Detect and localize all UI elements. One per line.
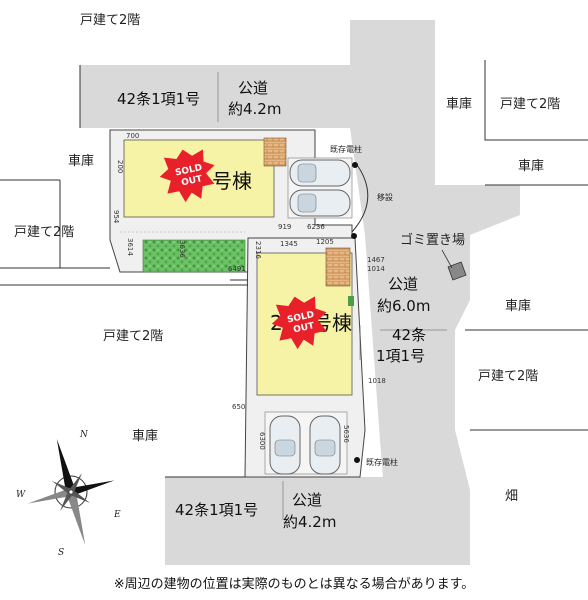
dim-5636: 5636 bbox=[342, 425, 350, 443]
neighbor-house-left: 戸建て2階 bbox=[14, 225, 74, 240]
neighbor-garage-bottom-left: 車庫 bbox=[132, 429, 158, 444]
compass-n-label: N bbox=[79, 430, 89, 440]
compass-e-label: E bbox=[113, 510, 121, 520]
road-top-name: 公道 bbox=[238, 79, 268, 97]
road-right-article-2: 1項1号 bbox=[376, 347, 425, 365]
stamp-text-out: OUT bbox=[181, 174, 205, 188]
compass-w-label: W bbox=[16, 490, 26, 500]
road-bottom-width: 約4.2m bbox=[283, 513, 336, 531]
road-top-article: 42条1項1号 bbox=[117, 90, 200, 108]
utility-pole-icon bbox=[351, 233, 357, 239]
dim-3614: 3614 bbox=[126, 238, 134, 256]
dim-1205: 1205 bbox=[316, 238, 334, 246]
neighbor-garage-left: 車庫 bbox=[68, 154, 94, 169]
road-right-width: 約6.0m bbox=[377, 297, 430, 315]
footnote: ※周辺の建物の位置は実際のものとは異なる場合があります。 bbox=[113, 577, 475, 592]
neighbor-house-right-lower: 戸建て2階 bbox=[478, 369, 538, 384]
dim-1345: 1345 bbox=[280, 240, 298, 248]
road-right bbox=[350, 20, 520, 565]
neighbor-garage-right-top: 車庫 bbox=[446, 97, 472, 112]
road-bottom-article: 42条1項1号 bbox=[175, 501, 258, 519]
compass-s-label: S bbox=[58, 548, 64, 558]
road-bottom bbox=[165, 477, 390, 565]
utility-pole-icon bbox=[352, 162, 358, 168]
lot-1-suffix: 号棟 bbox=[212, 169, 252, 193]
dim-1467: 1467 bbox=[367, 256, 385, 264]
neighbor-house-mid-left: 戸建て2階 bbox=[103, 329, 163, 344]
dim-650: 650 bbox=[232, 403, 245, 411]
utility-pole-bottom-label: 既存電柱 bbox=[366, 457, 398, 467]
car-icon bbox=[269, 415, 301, 475]
car-icon bbox=[289, 159, 351, 187]
car-icon bbox=[289, 189, 351, 217]
neighbor-lines bbox=[0, 60, 588, 478]
dim-6300: 6300 bbox=[258, 432, 266, 450]
dim-1018: 1018 bbox=[368, 377, 386, 385]
road-top bbox=[80, 65, 350, 128]
dim-954: 954 bbox=[112, 210, 120, 224]
garbage-box-icon bbox=[447, 261, 467, 281]
lot-1-garden bbox=[142, 239, 246, 273]
dim-3636: 3636 bbox=[178, 240, 186, 258]
sold-out-stamp-lot-1: SOLD OUT bbox=[159, 149, 215, 203]
dim-200: 200 bbox=[116, 160, 124, 173]
lot-1-entrance bbox=[263, 137, 287, 167]
garbage-label: ゴミ置き場 bbox=[400, 232, 465, 248]
relocation-label: 移設 bbox=[377, 192, 393, 202]
utility-pole-top-label: 既存電柱 bbox=[330, 144, 362, 154]
stamp-text-out: OUT bbox=[293, 321, 317, 335]
dim-919: 919 bbox=[278, 223, 291, 231]
compass-icon bbox=[27, 438, 115, 546]
road-top-width: 約4.2m bbox=[228, 100, 281, 118]
field-label: 畑 bbox=[505, 489, 518, 504]
neighbor-garage-right-lower: 車庫 bbox=[505, 299, 531, 314]
dim-6491: 6491 bbox=[228, 265, 246, 273]
roads bbox=[80, 20, 520, 565]
relocation-arc bbox=[351, 161, 369, 233]
neighbor-house-top-left: 戸建て2階 bbox=[80, 13, 140, 28]
utility-pole-icon bbox=[354, 457, 360, 463]
road-bottom-name: 公道 bbox=[292, 491, 322, 509]
lot-2-entrance bbox=[325, 247, 351, 287]
dimension-lines bbox=[217, 72, 447, 520]
car-icon bbox=[309, 415, 341, 475]
road-right-name: 公道 bbox=[388, 275, 418, 293]
dim-700: 700 bbox=[126, 132, 139, 140]
dim-1014: 1014 bbox=[367, 265, 385, 273]
dim-2316: 2316 bbox=[254, 241, 262, 259]
sold-out-stamp-lot-2: SOLD OUT bbox=[271, 296, 327, 350]
dim-6236: 6236 bbox=[307, 223, 325, 231]
neighbor-garage-right-mid: 車庫 bbox=[518, 159, 544, 174]
neighbor-house-right-top: 戸建て2階 bbox=[500, 97, 560, 112]
road-right-article-1: 42条 bbox=[392, 326, 426, 344]
